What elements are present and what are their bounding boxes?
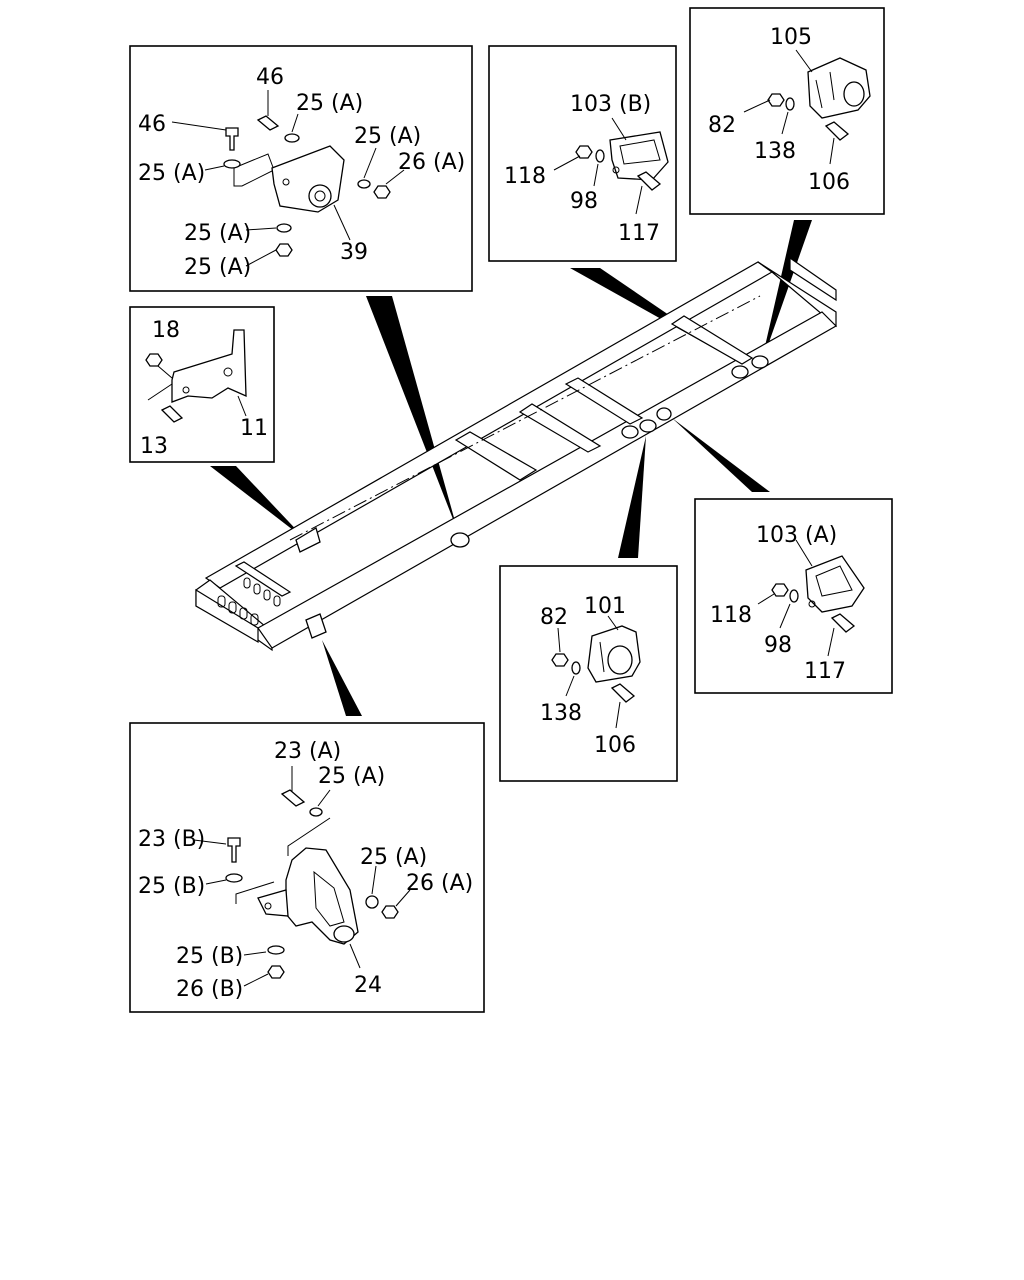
- label-part-11: 11: [240, 416, 268, 441]
- leaders-103b: [553, 117, 643, 215]
- label-part-106: 106: [594, 733, 636, 758]
- label-part-25a: 25 (A): [318, 764, 385, 789]
- mount-105: [807, 57, 871, 119]
- bracket-103a: [805, 555, 865, 613]
- labels-39: 46 25 (A) 46 25 (A) 25 (A) 26 (A) 25 (A)…: [138, 65, 465, 280]
- labels-24: 23 (A) 25 (A) 23 (B) 25 (A) 25 (B) 26 (A…: [138, 739, 473, 1002]
- label-part-26a: 25 (A): [184, 255, 251, 280]
- label-part-46: 46: [256, 65, 284, 90]
- leaders-101: [557, 615, 621, 729]
- label-part-82: 82: [540, 605, 568, 630]
- frame-holes: [217, 577, 281, 626]
- label-part-82: 82: [708, 113, 736, 138]
- labels-103a: 103 (A) 118 98 117: [710, 523, 846, 684]
- label-part-23a: 23 (A): [274, 739, 341, 764]
- label-part-26a: 26 (A): [406, 871, 473, 896]
- label-part-117: 117: [804, 659, 846, 684]
- labels-103b: 103 (B) 118 98 117: [504, 92, 660, 246]
- truck-frame: [195, 256, 837, 652]
- label-part-25a: 25 (A): [138, 161, 205, 186]
- cross-members: [234, 256, 837, 597]
- label-part-25a: 25 (A): [360, 845, 427, 870]
- label-part-26a: 26 (A): [398, 150, 465, 175]
- label-part-103a: 103 (A): [756, 523, 837, 548]
- panel-part-24: 23 (A) 25 (A) 23 (B) 25 (A) 25 (B) 26 (A…: [129, 722, 485, 1013]
- bracket-39: [271, 145, 345, 213]
- labels-101: 82 101 138 106: [540, 594, 636, 758]
- label-part-106: 106: [808, 170, 850, 195]
- label-part-39: 39: [340, 240, 368, 265]
- label-part-118: 118: [504, 164, 546, 189]
- leaders-11: [237, 395, 247, 417]
- panel-part-103b: 103 (B) 118 98 117: [488, 45, 677, 262]
- label-part-13: 13: [140, 434, 168, 459]
- label-part-138: 138: [754, 139, 796, 164]
- panel-part-105: 105 82 138 106: [689, 7, 885, 215]
- leaders-24: [193, 766, 411, 987]
- label-part-118: 118: [710, 603, 752, 628]
- label-part-25a: 25 (A): [354, 124, 421, 149]
- panel-part-39: 46 25 (A) 46 25 (A) 25 (A) 26 (A) 25 (A)…: [129, 45, 473, 292]
- fasteners-24: [225, 789, 399, 979]
- bracket-103b: [609, 131, 669, 181]
- label-part-25a: 25 (A): [184, 221, 251, 246]
- label-part-46: 46: [138, 112, 166, 137]
- label-part-26b: 26 (B): [176, 977, 243, 1002]
- mount-101: [587, 625, 641, 683]
- label-part-25a: 25 (A): [296, 91, 363, 116]
- callout-wedges: [210, 220, 812, 716]
- leaders-39: [171, 90, 405, 267]
- label-part-98: 98: [764, 633, 792, 658]
- label-part-101: 101: [584, 594, 626, 619]
- label-part-25b: 25 (B): [176, 944, 243, 969]
- label-part-103b: 103 (B): [570, 92, 651, 117]
- label-part-105: 105: [770, 25, 812, 50]
- hanger-24: [257, 847, 359, 945]
- panel-part-101: 82 101 138 106: [499, 565, 678, 782]
- panel-part-11: 18 13 11: [129, 306, 275, 463]
- leaders-105: [743, 49, 835, 165]
- leaders-103a: [757, 539, 835, 657]
- labels-105: 105 82 138 106: [708, 25, 850, 195]
- label-part-138: 138: [540, 701, 582, 726]
- label-part-23b: 23 (B): [138, 827, 205, 852]
- label-part-18: 18: [152, 318, 180, 343]
- fasteners-39: [223, 115, 391, 257]
- label-part-117: 117: [618, 221, 660, 246]
- label-part-25b: 25 (B): [138, 874, 205, 899]
- frame-brackets: [295, 355, 769, 639]
- panel-part-103a: 103 (A) 118 98 117: [694, 498, 893, 694]
- labels-11: 18 13 11: [140, 318, 268, 459]
- label-part-98: 98: [570, 189, 598, 214]
- label-part-24: 24: [354, 973, 382, 998]
